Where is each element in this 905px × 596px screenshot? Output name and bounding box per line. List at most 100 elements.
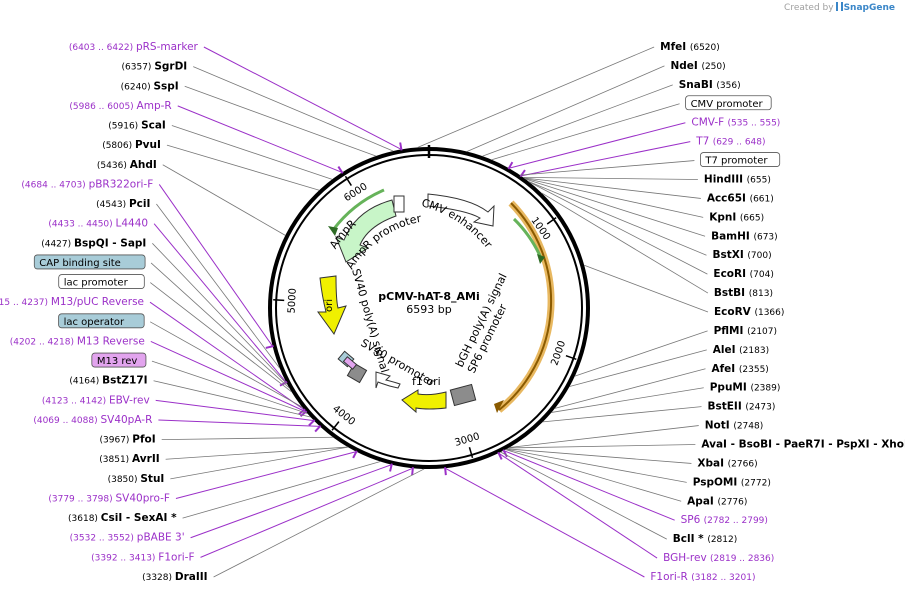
label-text: XbaI (2766) (697, 457, 757, 469)
primer-mark-m13-reverse (299, 410, 308, 418)
label-name: M13 Reverse (77, 335, 145, 347)
label-range: (4543) (96, 200, 129, 210)
label-name: AvrII (132, 453, 160, 465)
label-bamhi: BamHI (673) (711, 230, 778, 242)
label-sv40pa-r: (4069 .. 4088) SV40pA-R (33, 414, 152, 426)
callout-line-bamhi (525, 178, 706, 237)
label-text: BclI * (2812) (673, 533, 737, 545)
label-name: SgrDI (154, 61, 187, 73)
label-range: (629 .. 648) (713, 138, 766, 148)
ori-arrow (317, 275, 347, 336)
callout-line-pcii (156, 203, 280, 369)
label-name: SnaBI (679, 79, 717, 91)
label-name: MfeI (660, 41, 690, 53)
label-name: T7 promoter (704, 156, 768, 167)
label-range: (704) (750, 270, 774, 280)
label-text: AvaI - BsoBI - PaeR7I - PspXI - XhoI (27… (701, 439, 905, 451)
label-text: BstEII (2473) (707, 401, 775, 413)
label-name: AleI (713, 344, 739, 356)
label-text: (4123 .. 4142) EBV-rev (42, 394, 150, 406)
label-bsteii: BstEII (2473) (707, 401, 775, 413)
label-alei: AleI (2183) (713, 344, 769, 356)
label-text: (4433 .. 4450) L4440 (48, 218, 148, 230)
label-name: NdeI (670, 60, 701, 72)
label-text: (6403 .. 6422) pRS-marker (69, 41, 199, 53)
label-name: pBR322ori-F (89, 178, 154, 190)
label-name: EcoRI (713, 268, 749, 280)
label-name: T7 (695, 136, 712, 148)
label-name: SP6 (681, 514, 704, 526)
label-text: (3967) PfoI (100, 434, 156, 446)
label-text: (3328) DraIII (142, 571, 208, 583)
label-name: L4440 (116, 218, 149, 230)
label-text: (3850) StuI (108, 473, 165, 485)
label-name: NotI (705, 420, 734, 432)
label-text: (5436) AhdI (97, 159, 157, 171)
credit-prefix: Created by (784, 3, 834, 13)
label-l4440: (4433 .. 4450) L4440 (48, 218, 148, 230)
label-text: (4684 .. 4703) pBR322ori-F (21, 178, 153, 190)
bgh-polya-block (449, 383, 477, 407)
callout-line-apai (505, 449, 682, 502)
label-range: (4069 .. 4088) (33, 416, 100, 426)
callout-line-cap-binding-site (150, 262, 290, 389)
label-bstxi: BstXI (700) (712, 249, 771, 261)
label-sv40pro-f: (3779 .. 3798) SV40pro-F (48, 492, 170, 504)
label-cap-binding-site: CAP binding site (33, 254, 146, 270)
label-text: (3392 .. 3413) F1ori-F (91, 551, 194, 563)
label-text: T7 (629 .. 648) (695, 136, 765, 148)
callout-line-sp6 (503, 450, 675, 521)
scale-tick (331, 421, 340, 431)
label-range: (813) (749, 289, 773, 299)
label-name: BGH-rev (663, 552, 710, 564)
label-text: (5916) ScaI (108, 120, 166, 132)
primer-mark-cmv-f (507, 161, 514, 170)
label-name: lac promoter (64, 278, 129, 289)
callout-line-lac-promoter (150, 282, 292, 393)
label-range: (6357) (122, 63, 155, 73)
callout-line-avrii (165, 446, 348, 460)
scale-tick (273, 299, 285, 302)
callout-line-scai (171, 125, 333, 180)
label-text: AleI (2183) (713, 344, 769, 356)
label-name: PpuMI (710, 382, 751, 394)
label-bstbi: BstBI (813) (714, 287, 773, 299)
label-name: EcoRV (714, 306, 754, 318)
label-name: PflMI (714, 325, 748, 337)
label-range: (4202 .. 4218) (10, 337, 77, 347)
label-name: AfeI (711, 363, 738, 375)
green-arc-left-head (328, 226, 338, 236)
label-text: KpnI (665) (709, 211, 764, 223)
label-name: AvaI - BsoBI - PaeR7I - PspXI - XhoI (701, 439, 905, 451)
callout-line-snabi (482, 84, 673, 157)
scale-tick-label: 5000 (287, 288, 299, 314)
label-range: (3618) (68, 514, 101, 524)
callout-line-acc65i (523, 177, 701, 199)
label-name: SV40pA-R (100, 414, 152, 426)
callout-line-bstxi (528, 181, 707, 256)
label-text: (4543) PciI (96, 198, 150, 210)
label-range: (2355) (739, 365, 769, 375)
green-arc-right-head (537, 254, 545, 264)
label-name: HindIII (704, 174, 747, 186)
callout-line-hindiii (523, 176, 698, 180)
label-text: EcoRV (1366) (714, 306, 784, 318)
label-snabi: SnaBI (356) (679, 79, 741, 91)
label-name: BstEII (707, 401, 745, 413)
callout-line-bsteii (542, 406, 702, 423)
label-range: (6520) (690, 43, 720, 53)
primer-mark-t7 (519, 169, 526, 178)
label-range: (2748) (733, 422, 763, 432)
label-text: (4202 .. 4218) M13 Reverse (10, 335, 145, 347)
snapgene-logo-icon (835, 2, 843, 11)
label-text: AfeI (2355) (711, 363, 768, 375)
primer-mark-sv40pa-r (314, 424, 322, 433)
label-range: (3967) (100, 436, 133, 446)
label-m13-rev: M13 rev (91, 352, 147, 368)
callout-line-xbai (506, 448, 692, 464)
label-name: PfoI (132, 434, 155, 446)
label-name: PciI (129, 198, 150, 210)
label-range: (4684 .. 4703) (21, 180, 88, 190)
label-text: (3618) CsiI - SexAI * (68, 512, 177, 524)
